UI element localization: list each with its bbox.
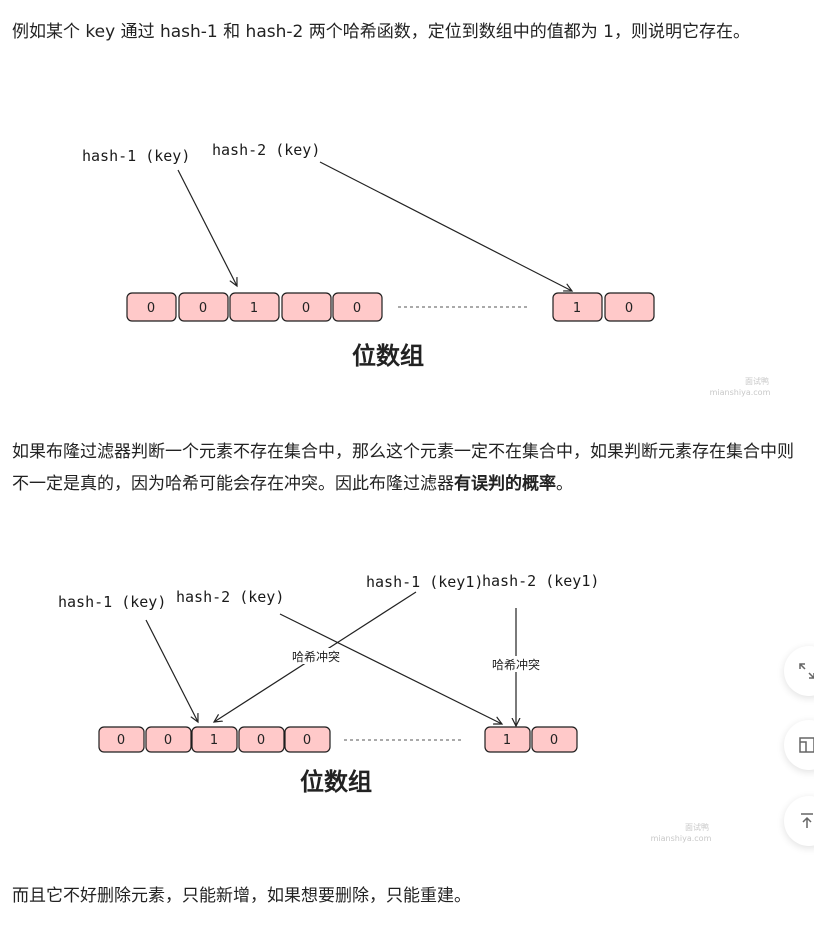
bit-value: 1 <box>210 733 218 748</box>
label-hash2-key: hash-2 (key) <box>176 588 284 606</box>
figure-bit-array-hit: hash-1 (key) hash-2 (key) 0 0 1 0 0 1 0 … <box>82 141 771 397</box>
bit-cell <box>604 292 655 322</box>
label-hash2-key1: hash-2 (key1) <box>482 572 599 590</box>
bit-value: 0 <box>353 301 361 316</box>
bit-cell <box>178 292 229 322</box>
bit-cell <box>126 292 177 322</box>
paragraph-deletion: 而且它不好删除元素，只能新增，如果想要删除，只能重建。 <box>12 886 471 906</box>
paragraph-emphasis: 有误判的概率 <box>454 474 556 494</box>
paragraph-text: 如果布隆过滤器判断一个元素不存在集合中，那么这个元素一定不在集合中，如果判断元素… <box>12 442 794 494</box>
bit-value: 0 <box>164 733 172 748</box>
label-hash2-key: hash-2 (key) <box>212 141 320 159</box>
watermark: mianshiya.com <box>651 834 712 843</box>
bit-value: 0 <box>199 301 207 316</box>
bit-value: 0 <box>550 733 558 748</box>
bit-cell <box>332 292 383 322</box>
arrow-hash2 <box>319 161 572 291</box>
figure-caption: 位数组 <box>300 768 372 796</box>
bit-cell <box>281 292 332 322</box>
arrow-hash2-key <box>279 613 502 724</box>
bit-cell <box>284 726 331 753</box>
label-hash1-key1: hash-1 (key1) <box>366 573 483 591</box>
collision-label: 哈希冲突 <box>292 649 340 664</box>
bit-value: 1 <box>573 301 581 316</box>
bit-cell <box>145 726 192 753</box>
bit-cell <box>552 292 603 322</box>
paragraph-text: 。 <box>556 474 573 494</box>
bit-value: 0 <box>117 733 125 748</box>
bit-value: 0 <box>302 301 310 316</box>
arrow-hash1 <box>177 169 237 286</box>
bit-value: 0 <box>147 301 155 316</box>
paragraph-intro: 例如某个 key 通过 hash-1 和 hash-2 两个哈希函数，定位到数组… <box>12 22 750 42</box>
arrow-up-icon <box>801 813 813 828</box>
bit-cell <box>98 726 145 753</box>
watermark: 面试鸭 <box>745 376 769 386</box>
bit-cell <box>238 726 285 753</box>
paragraph-false-positive: 如果布隆过滤器判断一个元素不存在集合中，那么这个元素一定不在集合中，如果判断元素… <box>12 436 807 500</box>
bit-array-right: 1 0 <box>484 726 578 753</box>
label-hash1-key: hash-1 (key) <box>82 147 190 165</box>
collision-label-bg <box>488 656 544 672</box>
bit-value: 0 <box>625 301 633 316</box>
bit-cell <box>484 726 531 753</box>
bit-array-left: 0 0 1 0 0 <box>98 726 331 753</box>
collision-label: 哈希冲突 <box>492 657 540 672</box>
figure-caption: 位数组 <box>352 342 424 370</box>
note-icon <box>799 737 814 753</box>
bit-cell <box>229 292 280 322</box>
label-hash1-key: hash-1 (key) <box>58 593 166 611</box>
bit-cell <box>531 726 578 753</box>
back-to-top-button[interactable] <box>784 796 814 846</box>
watermark: mianshiya.com <box>710 388 771 397</box>
figure-hash-collision: hash-1 (key) hash-2 (key) hash-1 (key1) … <box>58 572 712 843</box>
expand-icon <box>799 663 814 679</box>
bit-value: 0 <box>303 733 311 748</box>
collision-label-bg <box>288 648 344 664</box>
bit-array-left: 0 0 1 0 0 <box>126 292 383 322</box>
bit-value: 0 <box>257 733 265 748</box>
arrow-hash1-key <box>145 619 198 722</box>
watermark: 面试鸭 <box>685 822 709 832</box>
bit-value: 1 <box>503 733 511 748</box>
bit-array-right: 1 0 <box>552 292 655 322</box>
bit-value: 1 <box>250 301 258 316</box>
bit-cell <box>191 726 238 753</box>
